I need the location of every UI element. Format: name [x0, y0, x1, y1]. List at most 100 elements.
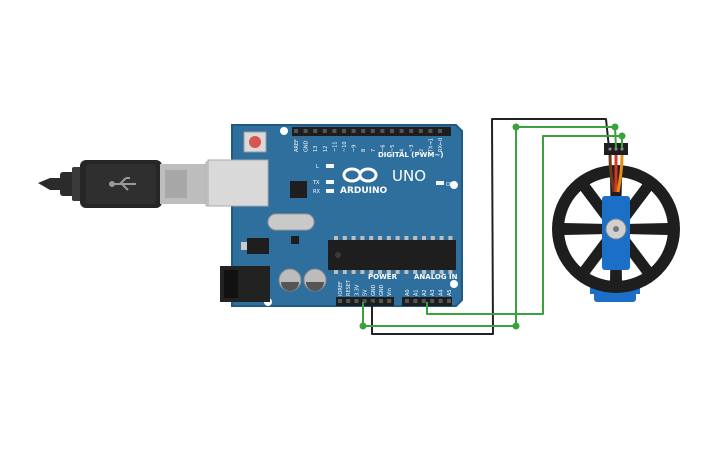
- pin-label: AREF: [294, 139, 300, 152]
- pin-hole[interactable]: [332, 129, 337, 133]
- usb-socket: [207, 159, 269, 207]
- small-chip: [291, 236, 299, 244]
- pin-label: 2: [419, 149, 425, 152]
- wire-joint: [359, 322, 367, 330]
- usb-icon: [109, 177, 136, 191]
- pin-label: ~3: [409, 145, 415, 152]
- pin-label: GND: [379, 284, 385, 296]
- rx-label: RX: [313, 189, 320, 195]
- on-led: [436, 181, 444, 185]
- pin-hole[interactable]: [338, 299, 342, 303]
- pin-label: A4: [439, 289, 445, 296]
- pin-label: A1: [413, 289, 419, 296]
- pin-hole[interactable]: [447, 299, 451, 303]
- wire-joint: [512, 322, 520, 330]
- ground-wire[interactable]: [371, 118, 610, 335]
- pin-hole[interactable]: [428, 129, 433, 133]
- analog-pin-holes: [405, 299, 451, 303]
- mounting-hole: [450, 181, 458, 189]
- pin-hole[interactable]: [409, 129, 414, 133]
- pin-label: A5: [447, 289, 453, 296]
- pin-hole[interactable]: [399, 129, 404, 133]
- pin-label: ~11: [332, 141, 338, 152]
- mounting-hole: [280, 127, 288, 135]
- pin-hole[interactable]: [370, 299, 375, 303]
- pin-hole[interactable]: [354, 299, 359, 303]
- pin-hole[interactable]: [438, 299, 443, 303]
- wires: [359, 118, 626, 335]
- pin-label: GND: [304, 140, 310, 152]
- power-wire[interactable]: [362, 126, 617, 327]
- pin-label: A0: [405, 289, 411, 296]
- pin-label: 12: [323, 146, 329, 152]
- pin-hole[interactable]: [342, 129, 346, 133]
- pin-label: IOREF: [338, 281, 344, 296]
- pin-label: RESET: [346, 279, 352, 296]
- wire-joint: [512, 123, 520, 131]
- power-header-label: POWER: [368, 273, 398, 281]
- pin-label: A2: [422, 289, 428, 296]
- pin-hole[interactable]: [362, 299, 367, 303]
- pin-label: ~9: [352, 145, 358, 152]
- model-name: UNO: [392, 167, 426, 185]
- pin-hole[interactable]: [387, 299, 392, 303]
- power-pin-holes: [338, 299, 392, 303]
- pin-hole[interactable]: [303, 129, 308, 133]
- servo-motor[interactable]: [552, 143, 680, 302]
- wire-joint: [618, 132, 626, 140]
- pin-label: ~10: [342, 141, 348, 152]
- l-label: L: [316, 164, 319, 170]
- pin-hole[interactable]: [413, 299, 418, 303]
- pin-label: ~6: [380, 145, 386, 152]
- pin-label: 7: [371, 149, 377, 152]
- analog-header-label: ANALOG IN: [414, 273, 458, 281]
- pin-label: A3: [430, 289, 436, 296]
- pin-hole[interactable]: [438, 129, 442, 133]
- pin-label: 5V: [363, 289, 369, 296]
- pin-label: 8: [361, 149, 367, 152]
- l-led: [326, 164, 334, 168]
- capacitor: [278, 268, 302, 292]
- power-jack: [220, 266, 270, 302]
- pin-hole[interactable]: [322, 129, 327, 133]
- on-label: ON: [446, 182, 454, 188]
- analog-header: [402, 297, 452, 306]
- pin-label: GND: [371, 284, 377, 296]
- pin-label: 13: [313, 146, 319, 152]
- crystal: [267, 213, 315, 231]
- mounting-hole: [450, 280, 458, 288]
- pin-hole[interactable]: [351, 129, 356, 133]
- pin-hole[interactable]: [370, 129, 375, 133]
- pin-hole[interactable]: [361, 129, 366, 133]
- pin-label: Vin: [387, 288, 393, 296]
- tx-led: [326, 180, 334, 184]
- tx-label: TX: [312, 180, 320, 186]
- pin-hole[interactable]: [418, 129, 423, 133]
- reset-button[interactable]: [243, 131, 267, 153]
- voltage-regulator: [247, 238, 269, 254]
- pin-label: ~5: [390, 145, 396, 152]
- arduino-logo-icon: [342, 167, 378, 183]
- pin-label: RX←0: [438, 138, 444, 152]
- pin-hole[interactable]: [405, 299, 409, 303]
- pin-hole[interactable]: [379, 299, 383, 303]
- pin-label: TX→1: [428, 138, 434, 153]
- pin-hole[interactable]: [294, 129, 298, 133]
- pin-hole[interactable]: [346, 299, 351, 303]
- pin-hole[interactable]: [430, 299, 435, 303]
- digital-header-label: DIGITAL (PWM~): [378, 151, 443, 159]
- usb-chip: [290, 181, 307, 198]
- rx-led: [326, 189, 334, 193]
- pin-hole[interactable]: [390, 129, 394, 133]
- pin-hole[interactable]: [313, 129, 318, 133]
- pin-hole[interactable]: [380, 129, 385, 133]
- brand-name: ARDUINO: [340, 186, 388, 196]
- digital-pin-holes: [294, 129, 442, 133]
- microcontroller-chip: [328, 236, 456, 274]
- pin-hole[interactable]: [421, 299, 426, 303]
- pin-label: 3.3V: [354, 284, 360, 296]
